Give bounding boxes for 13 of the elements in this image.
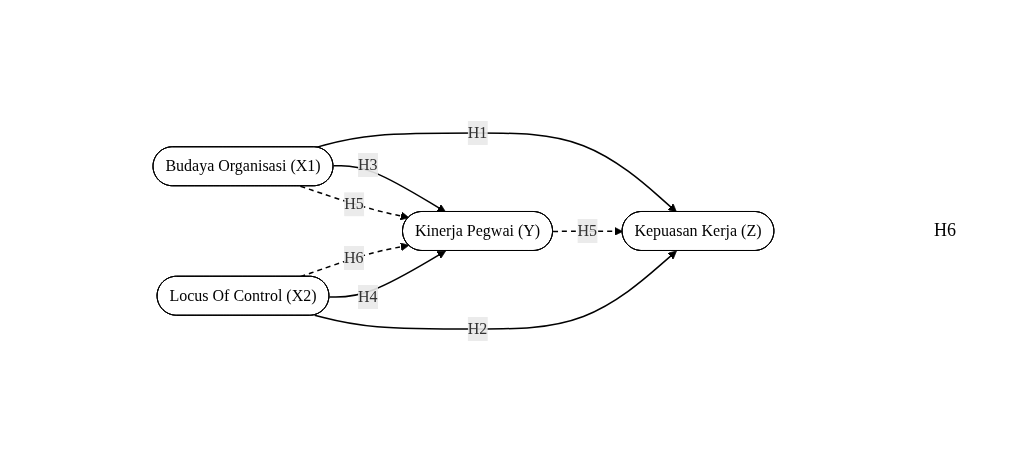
- arrow: [313, 250, 677, 330]
- hypothesis-label: H6: [934, 220, 957, 241]
- edge-label: H1: [467, 123, 487, 141]
- arrow: [551, 226, 623, 236]
- edge-label: H4: [357, 287, 378, 305]
- edge-label: H5: [577, 221, 597, 239]
- edge-label: H5: [343, 194, 364, 212]
- arrow: [332, 164, 446, 212]
- edge-label: H2: [467, 319, 487, 337]
- arrow: [328, 250, 446, 298]
- arrow: [299, 185, 409, 220]
- edge-label: H6: [343, 248, 364, 266]
- edge-label: H3: [357, 155, 378, 173]
